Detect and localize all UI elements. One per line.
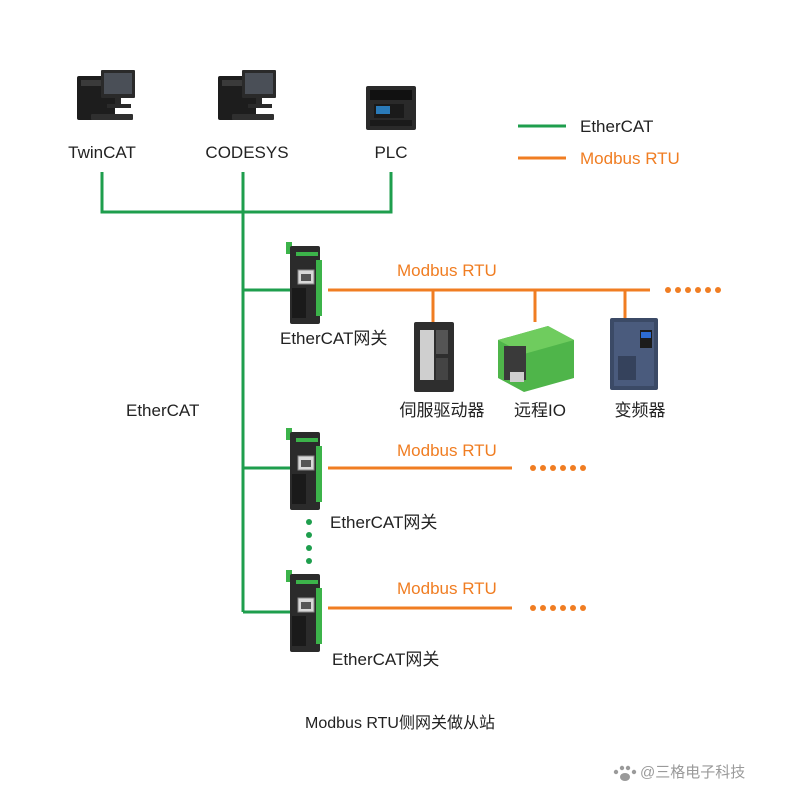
servo-drive-icon (414, 322, 454, 392)
plc-icon (366, 86, 416, 130)
gateway-label: EtherCAT网关 (330, 513, 437, 532)
inverter-icon (610, 318, 658, 390)
gateway-icon (285, 427, 323, 511)
continuation-dots (665, 287, 721, 293)
servo-drive-label: 伺服驱动器 (400, 401, 485, 420)
servo-drive: 伺服驱动器 (400, 322, 485, 420)
inverter: 变频器 (610, 318, 666, 420)
twincat-node: TwinCAT (68, 70, 136, 162)
gateway-2: EtherCAT网关 (285, 427, 437, 532)
legend: EtherCAT Modbus RTU (518, 117, 680, 168)
remote-io: 远程IO (498, 326, 574, 420)
continuation-dots (530, 605, 586, 611)
modbus-bus-label: Modbus RTU (397, 261, 497, 280)
modbus-bus-label: Modbus RTU (397, 579, 497, 598)
gateway-3: EtherCAT网关 (285, 569, 439, 669)
plc-node: PLC (366, 86, 416, 162)
remote-io-icon (498, 326, 574, 392)
inverter-label: 变频器 (615, 401, 666, 420)
paw-icon (613, 765, 637, 781)
modbus-bus-1 (328, 287, 721, 322)
computer-icon (77, 70, 135, 120)
gateway-label: EtherCAT网关 (280, 329, 387, 348)
gateway-icon (285, 569, 323, 653)
gateway-label: EtherCAT网关 (332, 650, 439, 669)
legend-modbus-label: Modbus RTU (580, 149, 680, 168)
codesys-label: CODESYS (205, 143, 288, 162)
watermark-text: @三格电子科技 (640, 764, 745, 781)
modbus-bus-2 (328, 465, 586, 471)
continuation-dots (530, 465, 586, 471)
watermark: @三格电子科技 (613, 764, 745, 781)
codesys-node: CODESYS (205, 70, 289, 162)
gateway-icon (285, 241, 323, 325)
diagram-caption: Modbus RTU侧网关做从站 (305, 714, 495, 732)
twincat-label: TwinCAT (68, 143, 136, 162)
modbus-bus-label: Modbus RTU (397, 441, 497, 460)
ethercat-bus (100, 172, 393, 614)
remote-io-label: 远程IO (514, 401, 566, 420)
modbus-bus-3 (328, 605, 586, 611)
legend-ethercat-label: EtherCAT (580, 117, 653, 136)
gateway-chain-dots (306, 519, 312, 564)
ethercat-bus-label: EtherCAT (126, 401, 199, 420)
computer-icon (218, 70, 276, 120)
gateway-1: EtherCAT网关 (280, 241, 387, 348)
plc-label: PLC (374, 143, 407, 162)
